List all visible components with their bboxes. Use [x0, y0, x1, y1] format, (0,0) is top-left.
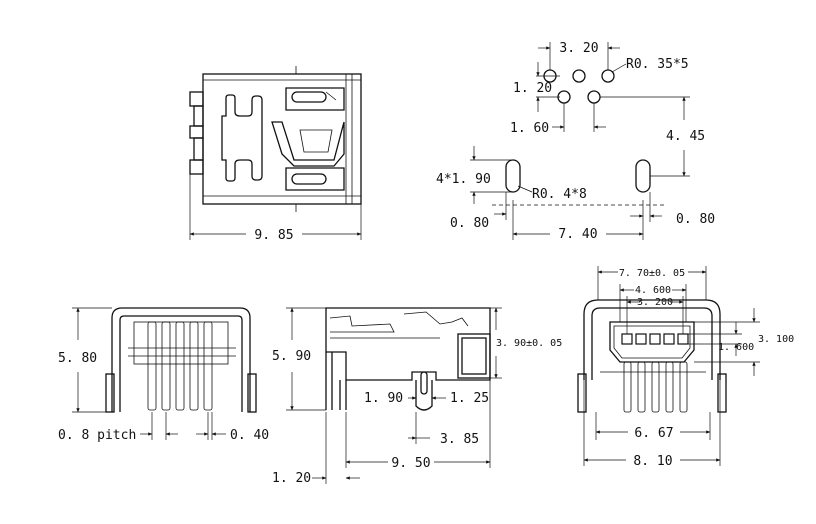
dim-160: 1. 60 [510, 121, 549, 136]
dim-385: 3. 85 [440, 432, 479, 447]
dim-810: 8. 10 [633, 454, 672, 469]
dim-040: 0. 40 [230, 428, 269, 443]
dim-390: 3. 90±0. 05 [496, 338, 562, 349]
dim-125: 1. 25 [450, 391, 489, 406]
front-view: 5. 80 0. 8 pitch 0. 40 [58, 307, 269, 443]
dim-120-top: 1. 20 [513, 81, 552, 96]
dim-r04: R0. 4*8 [532, 187, 587, 202]
dim-445: 4. 45 [666, 129, 705, 144]
dim-590: 5. 90 [272, 349, 311, 364]
dim-1600: 1. 600 [718, 342, 754, 353]
dim-770: 7. 70±0. 05 [619, 268, 685, 279]
dim-pitch-320: 3. 20 [559, 41, 598, 56]
dim-190: 1. 90 [364, 391, 403, 406]
dim-top-width: 9. 85 [254, 228, 293, 243]
dim-667: 6. 67 [634, 426, 673, 441]
rear-view: 7. 70±0. 05 4. 600 3. 200 1. 600 3. 100 … [577, 266, 794, 469]
dim-950: 9. 50 [391, 456, 430, 471]
dim-pitch08: 0. 8 pitch [58, 428, 136, 443]
dim-4x190: 4*1. 90 [436, 172, 491, 187]
side-view: 5. 90 3. 90±0. 05 1. 90 1. 25 3. 85 9. 5… [272, 307, 562, 486]
dim-120-bottom: 1. 20 [272, 471, 311, 486]
dim-3100: 3. 100 [758, 334, 794, 345]
top-view: 9. 85 [189, 66, 362, 243]
dim-r035: R0. 35*5 [626, 57, 689, 72]
dim-3200: 3. 200 [637, 297, 673, 308]
dim-080-left: 0. 80 [450, 216, 489, 231]
dim-580: 5. 80 [58, 351, 97, 366]
pcb-footprint: 3. 20 R0. 35*5 1. 20 1. 60 4. 45 4*1. 90 [436, 41, 715, 242]
dim-740: 7. 40 [558, 227, 597, 242]
dim-080-right: 0. 80 [676, 212, 715, 227]
dim-4600: 4. 600 [635, 285, 671, 296]
